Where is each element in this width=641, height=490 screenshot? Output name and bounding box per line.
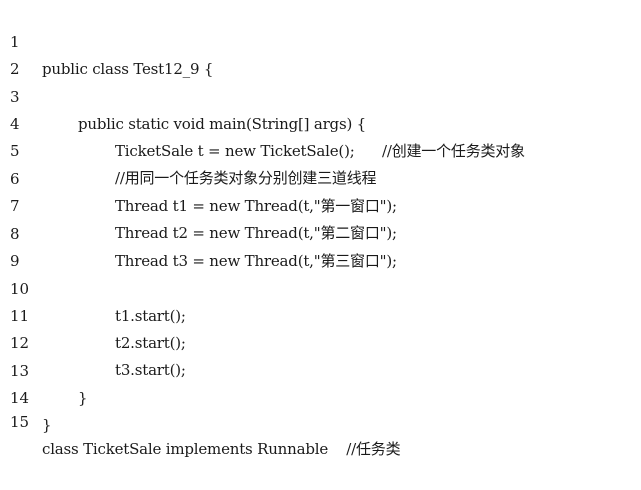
code-text: Thread t1 = new Thread(t,"第一窗口"); (115, 197, 397, 215)
line-number: 2 (10, 60, 20, 78)
line-number: 4 (10, 115, 20, 133)
code-line: 9 (0, 221, 20, 270)
code-text: class TicketSale implements Runnable //任… (42, 440, 401, 458)
line-number: 9 (10, 252, 20, 270)
code-line: 11 t2.start(); (0, 276, 186, 352)
line-number: 5 (10, 142, 20, 160)
code-line: 4 TicketSale t = new TicketSale(); //创建一… (0, 84, 525, 160)
code-text: TicketSale t = new TicketSale(); //创建一个任… (115, 142, 525, 160)
code-line: 6 Thread t1 = new Thread(t,"第一窗口"); (0, 139, 397, 215)
line-number: 1 (10, 33, 20, 51)
line-number: 3 (10, 88, 20, 106)
line-number: 13 (10, 362, 30, 380)
code-line: 15 class TicketSale implements Runnable … (0, 382, 401, 458)
code-text: //用同一个任务类对象分别创建三道线程 (115, 169, 377, 187)
code-text: t2.start(); (115, 334, 186, 352)
line-number: 10 (10, 280, 30, 298)
line-number: 11 (10, 307, 30, 325)
line-number: 7 (10, 197, 20, 215)
code-line: 2 (0, 29, 20, 78)
code-text: public class Test12_9 { (42, 60, 214, 78)
line-number: 14 (10, 389, 30, 407)
code-line: 1 public class Test12_9 { (0, 2, 213, 78)
line-number: 12 (10, 334, 30, 352)
code-line: 8 Thread t3 = new Thread(t,"第三窗口"); (0, 194, 397, 270)
code-text: Thread t3 = new Thread(t,"第三窗口"); (115, 252, 397, 270)
code-line: 14 } (0, 358, 52, 434)
code-text: } (78, 389, 88, 407)
code-text: public static void main(String[] args) { (78, 115, 367, 133)
code-listing: 1 public class Test12_9 { 2 3 public sta… (0, 2, 525, 458)
code-line: 3 public static void main(String[] args)… (0, 57, 366, 133)
code-line: 5 //用同一个任务类对象分别创建三道线程 (0, 111, 377, 187)
code-line: 7 Thread t2 = new Thread(t,"第二窗口"); (0, 166, 397, 242)
code-text: Thread t2 = new Thread(t,"第二窗口"); (115, 224, 397, 242)
code-text: t3.start(); (115, 361, 186, 379)
code-text: t1.start(); (115, 307, 186, 325)
line-number: 15 (10, 413, 30, 431)
code-line: 13 } (0, 331, 88, 407)
code-line: 12 t3.start(); (0, 303, 186, 379)
code-text: } (42, 416, 52, 434)
line-number: 8 (10, 225, 20, 243)
code-line: 10 t1.start(); (0, 249, 186, 325)
line-number: 6 (10, 170, 20, 188)
